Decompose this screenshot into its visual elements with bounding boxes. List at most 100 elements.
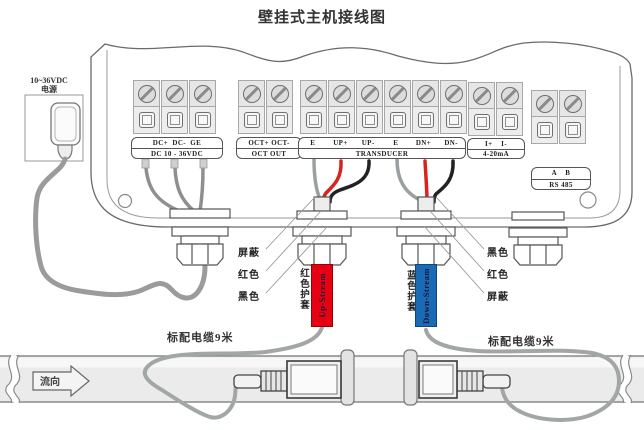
screw-icon [300,80,327,107]
transducer-pins-row: E UP+ UP- E DN+ DN- [299,138,465,148]
power-wires [144,166,205,214]
wire-clamp-slot [266,106,293,134]
power-source-text: 电源 [41,85,57,94]
upstream-sleeve-text: Up-Stream [317,273,327,318]
blue-sheath-label: 蓝色护套 [405,270,415,312]
terminal-block-rs485 [531,90,586,144]
spare-cable-gland [508,211,568,266]
downstream-wires [395,157,455,204]
wire-clamp-slot [496,108,523,136]
oct-terminal-label: OCT+ OCT- OCT OUT [236,137,302,159]
pin-up-plus: UP+ [333,139,348,147]
downstream-cable [424,328,622,422]
screw-icon [384,80,411,107]
upstream-black-label: 黑色 [238,292,260,303]
pin-e-up: E [310,139,316,147]
terminal-cell [189,80,216,134]
upstream-shield-label: 屏蔽 [238,248,260,259]
wire-clamp-slot [440,106,467,134]
wire-clamp-slot [531,116,558,144]
terminal-cell [468,82,495,136]
enclosure-outline [90,41,633,228]
left-cable-length-label: 标配电缆9米 [167,332,234,344]
terminal-cell [531,90,558,144]
upstream-cable-sleeve: Up-Stream [311,264,333,327]
screw-icon [161,80,188,107]
screw-icon [328,80,355,107]
downstream-shield-label: 屏蔽 [487,292,509,303]
upstream-red-label: 红色 [238,270,260,281]
wire-clamp-slot [189,106,216,134]
terminal-cell [412,80,439,134]
clamp-strap [403,349,418,406]
terminal-block-transducer [300,80,467,134]
wire-clamp-slot [468,108,495,136]
terminal-cell [328,80,355,134]
screw-icon [412,80,439,107]
terminal-cell [133,80,160,134]
oct-out-text: OCT OUT [237,148,301,158]
wire-clamp-slot [328,106,355,134]
upstream-transducer [233,349,355,406]
downstream-black-wire [432,159,455,204]
screw-icon [440,80,467,107]
screw-icon [133,80,160,107]
clamp-strap [340,349,355,406]
screw-icon [559,90,586,117]
transducer-terminal-label: E UP+ UP- E DN+ DN- TRANSDUCER [298,137,466,159]
terminal-cell [300,80,327,134]
downstream-red-label: 红色 [487,270,509,281]
downstream-cable-sleeve: Down-Stream [415,264,437,327]
rs485-pins-text: A B [551,169,571,178]
rs485-terminal-label: A B RS 485 [531,167,591,190]
wire-clamp-slot [356,106,383,134]
pin-dn-plus: DN+ [415,139,432,147]
pin-dn-minus: DN- [444,139,458,147]
downstream-cable-gland [396,196,456,266]
wire-clamp-slot [161,106,188,134]
upstream-cable [142,325,324,420]
oct-pins-text: OCT+ OCT- [248,139,290,147]
current-pins-text: I+ I- [485,139,507,148]
pin-e-dn: E [393,139,399,147]
upstream-shield-wire [312,157,322,201]
terminal-cell [496,82,523,136]
upstream-wires [312,157,371,204]
terminal-cell [384,80,411,134]
wire-clamp-slot [412,106,439,134]
terminal-block-current [468,82,523,136]
upstream-black-wire [328,159,371,204]
power-supply-label: 10~36VDC 电源 [8,76,90,94]
terminal-cell [161,80,188,134]
screw-hole-right [579,191,597,209]
red-sheath-label: 红色护套 [298,268,308,310]
downstream-red-wire [423,159,429,203]
screw-icon [496,82,523,109]
wire-clamp-slot [300,106,327,134]
right-cable-length-label: 标配电缆9米 [488,336,555,348]
flow-direction-text: 流向 [40,375,60,388]
downstream-black-label: 黑色 [487,248,509,259]
terminal-cell [238,80,265,134]
current-terminal-label: I+ I- 4-20mA [467,138,525,159]
wire-ferrules [141,158,208,169]
downstream-shield-wire [395,157,422,202]
screw-icon [189,80,216,107]
dc-pins-text: DC+ DC- GE [152,139,202,147]
flow-direction-arrow: 流向 [32,364,90,398]
terminal-block-dc [133,80,216,134]
terminal-cell [559,90,586,144]
diagram-title: 壁挂式主机接线图 [257,8,386,26]
terminal-cell [266,80,293,134]
dc-terminal-label: DC+ DC- GE DC 10 - 36VDC [131,137,223,159]
current-range-text: 4-20mA [468,148,524,158]
wire-clamp-slot [559,116,586,144]
power-voltage-text: 10~36VDC [30,76,68,85]
screw-icon [531,90,558,117]
downstream-transducer [403,349,511,406]
screw-hole-left [117,193,133,209]
terminal-cell [356,80,383,134]
transducer-text: TRANSDUCER [299,148,465,158]
